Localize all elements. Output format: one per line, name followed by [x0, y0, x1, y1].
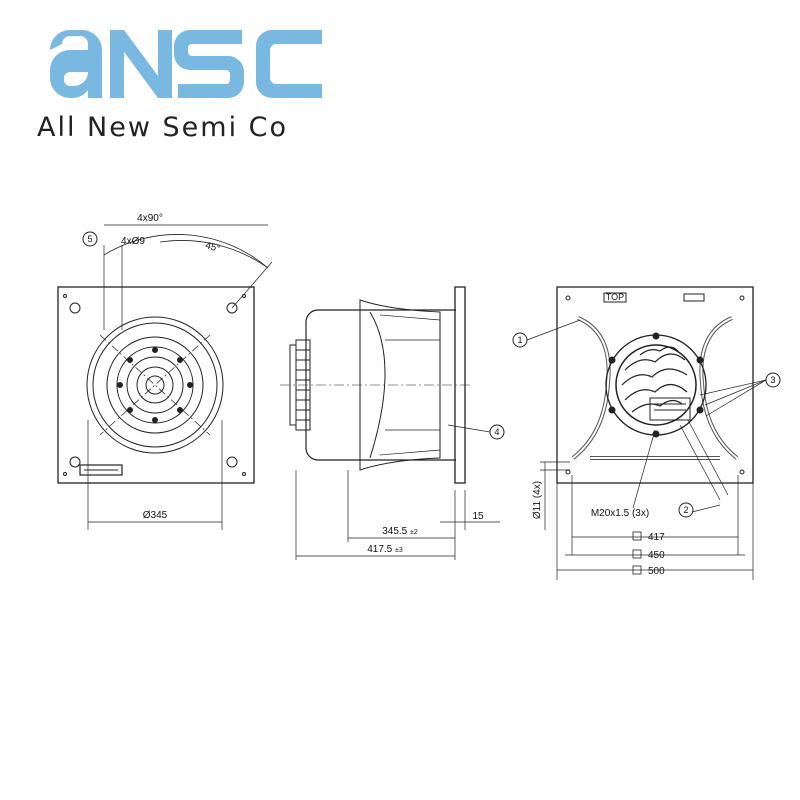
callout-4-label: 4 [494, 427, 499, 437]
callout-3-label: 3 [770, 375, 775, 385]
brand-header: All New Semi Co [0, 0, 360, 160]
angle-label: 45° [204, 240, 221, 255]
callout-2-bubble [678, 502, 694, 518]
callout-1-label: 1 [517, 335, 522, 345]
callout-3-bubble [765, 372, 781, 388]
mount-hole [69, 302, 81, 314]
angle-pattern-label: 4x90° [137, 213, 163, 224]
diameter-label: Ø345 [143, 510, 168, 521]
cable-gland-label: M20x1.5 (3x) [591, 508, 649, 519]
dim-15: 15 [472, 511, 484, 522]
callout-5-label: 5 [87, 234, 92, 244]
mount-hole [226, 302, 238, 314]
callout-1-bubble [512, 332, 528, 348]
callout-4-bubble [489, 424, 505, 440]
sq-417-label: 417 [648, 532, 665, 543]
sq-450-label: 450 [648, 550, 665, 561]
rear-view [512, 286, 781, 580]
holes-label: 4xØ9 [121, 236, 145, 247]
callout-5-bubble [82, 231, 98, 247]
brand-tagline: All New Semi Co [37, 112, 289, 143]
hole-diameter-label: Ø11 (4x) [532, 481, 543, 519]
callout-2-label: 2 [683, 505, 688, 515]
dim-417-5: 417.5 ±3 [367, 544, 403, 555]
rear-base-plate [556, 286, 754, 484]
dim-345-5: 345.5 ±2 [382, 526, 418, 537]
side-view [280, 286, 505, 560]
mount-hole [226, 456, 238, 468]
motor-rotor [295, 339, 311, 431]
top-mark: TOP [606, 292, 624, 302]
inlet-ring-outer [86, 316, 224, 454]
front-view [57, 224, 273, 530]
impeller-profile [359, 299, 441, 471]
sq-500-label: 500 [648, 566, 665, 577]
mount-hole [69, 456, 81, 468]
terminal-box [649, 397, 691, 421]
ansc-logo [50, 30, 322, 98]
front-base-plate [57, 286, 255, 484]
